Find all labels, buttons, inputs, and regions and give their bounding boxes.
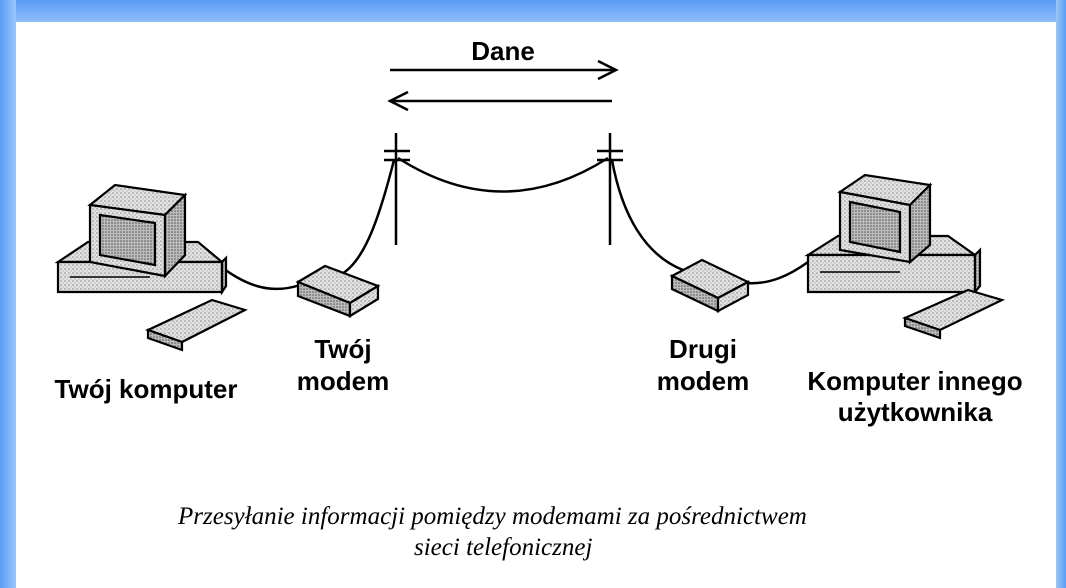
diagram-caption-line2: sieci telefonicznej (414, 534, 593, 561)
right-modem-label-line2: modem (656, 366, 750, 396)
right-computer-label-line2: użytkownika (837, 397, 993, 427)
right-modem-label-line1: Drugi (669, 334, 737, 364)
left-computer-label: Twój komputer (54, 374, 238, 404)
right-computer-label-line1: Komputer innego (807, 366, 1023, 396)
right-computer-illustration (804, 173, 1006, 340)
right-modem-illustration (669, 258, 751, 313)
cable-pole-to-left-modem (339, 159, 396, 277)
left-frame-border (0, 0, 16, 588)
top-frame-border (0, 0, 1066, 22)
data-arrow-left (387, 90, 612, 112)
left-modem-illustration (295, 264, 381, 318)
cable-left-modem-to-computer (219, 265, 301, 291)
right-frame-border (1056, 0, 1066, 588)
left-modem-label-line1: Twój (314, 334, 372, 364)
phone-line-span (397, 156, 609, 193)
data-label: Dane (471, 36, 535, 66)
cable-pole-to-right-modem (610, 159, 684, 272)
telephone-pole-left (384, 133, 410, 245)
left-computer-illustration (54, 183, 248, 352)
telephone-pole-right (597, 133, 623, 245)
data-arrow-right (390, 59, 619, 81)
diagram-caption-line1: Przesyłanie informacji pomiędzy modemami… (178, 503, 807, 530)
left-modem-label-line2: modem (296, 366, 390, 396)
cable-right-modem-to-computer (744, 260, 809, 285)
